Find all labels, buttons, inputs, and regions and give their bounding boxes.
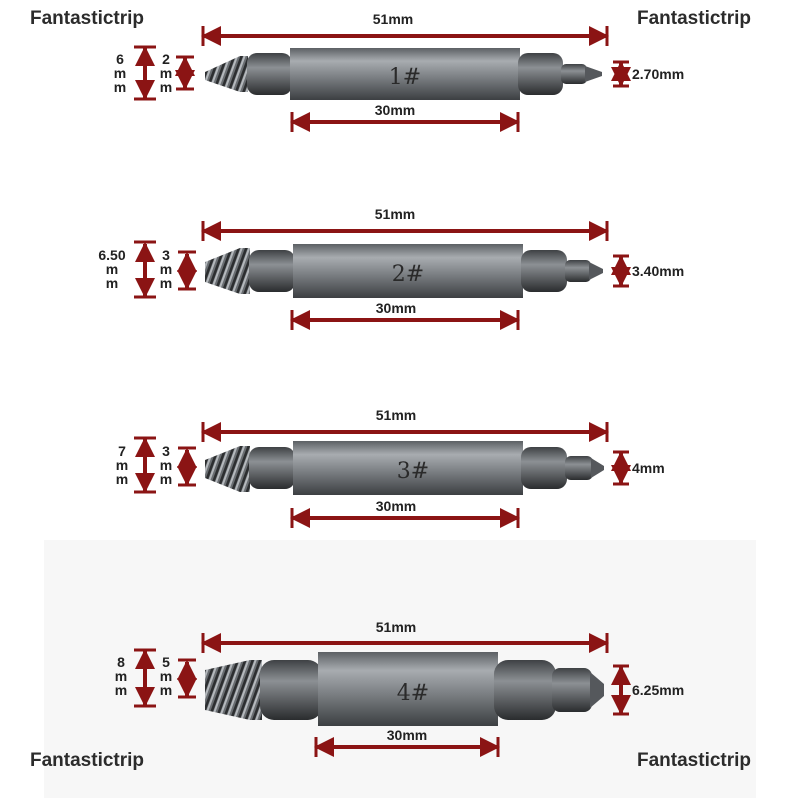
bit-body-2: 2# <box>205 244 603 298</box>
outer-dia-label-1: 6 m m <box>114 51 126 95</box>
svg-text:m: m <box>160 65 172 81</box>
svg-text:m: m <box>116 471 128 487</box>
hex-length-label-1: 30mm <box>375 102 415 118</box>
inner-dia-label-1: 2 m m <box>160 51 172 95</box>
watermark-bottom-left: Fantastictrip <box>30 750 145 771</box>
drill-dia-label-1: 2.70mm <box>632 66 684 82</box>
svg-text:m: m <box>106 261 118 277</box>
inner-dia-label-3: 3 m m <box>160 443 172 487</box>
svg-text:7: 7 <box>118 443 126 459</box>
total-length-label-1: 51mm <box>373 11 413 27</box>
svg-text:m: m <box>106 275 118 291</box>
svg-text:m: m <box>160 682 172 698</box>
bit-label-1: 1# <box>389 65 421 90</box>
svg-text:m: m <box>160 261 172 277</box>
outer-dia-label-4: 8 m m <box>115 654 127 698</box>
svg-text:m: m <box>114 65 126 81</box>
svg-text:5: 5 <box>162 654 170 670</box>
bit-body-4: 4# <box>205 652 604 726</box>
bit-3: 51mm 3# 30mm 7 m m 3 m m <box>116 407 665 528</box>
svg-text:m: m <box>160 79 172 95</box>
drill-dia-label-3: 4mm <box>632 460 665 476</box>
svg-text:8: 8 <box>117 654 125 670</box>
bit-body-3: 3# <box>205 441 604 495</box>
total-length-label-2: 51mm <box>375 206 415 222</box>
bit-2: 51mm 2# 30mm 6.50 m m 3 m m <box>98 206 684 330</box>
drill-dia-label-2: 3.40mm <box>632 263 684 279</box>
svg-text:3: 3 <box>162 247 170 263</box>
bit-1: 51mm 1# 30mm 6 m m 2 m m <box>114 11 684 132</box>
bit-4: 51mm 4# 30mm 8 m m 5 m m <box>115 619 684 757</box>
svg-text:m: m <box>116 457 128 473</box>
svg-text:m: m <box>160 668 172 684</box>
watermark-top-right: Fantastictrip <box>637 8 752 29</box>
watermark-top-left: Fantastictrip <box>30 8 145 29</box>
svg-text:3: 3 <box>162 443 170 459</box>
hex-length-label-3: 30mm <box>376 498 416 514</box>
svg-text:m: m <box>114 79 126 95</box>
total-length-label-4: 51mm <box>376 619 416 635</box>
bit-label-3: 3# <box>397 459 429 484</box>
drill-dia-label-4: 6.25mm <box>632 682 684 698</box>
bit-label-4: 4# <box>397 681 429 706</box>
outer-dia-label-2: 6.50 m m <box>98 247 125 291</box>
svg-text:m: m <box>160 457 172 473</box>
inner-dia-label-4: 5 m m <box>160 654 172 698</box>
inner-dia-label-2: 3 m m <box>160 247 172 291</box>
watermark-bottom-right: Fantastictrip <box>637 750 752 771</box>
hex-length-label-2: 30mm <box>376 300 416 316</box>
outer-dia-label-3: 7 m m <box>116 443 128 487</box>
total-length-label-3: 51mm <box>376 407 416 423</box>
svg-text:m: m <box>160 471 172 487</box>
svg-text:6: 6 <box>116 51 124 67</box>
bit-body-1: 1# <box>205 48 602 100</box>
svg-text:m: m <box>160 275 172 291</box>
svg-text:2: 2 <box>162 51 170 67</box>
svg-text:6.50: 6.50 <box>98 247 125 263</box>
svg-text:m: m <box>115 668 127 684</box>
svg-text:m: m <box>115 682 127 698</box>
bit-label-2: 2# <box>392 262 424 287</box>
hex-length-label-4: 30mm <box>387 727 427 743</box>
